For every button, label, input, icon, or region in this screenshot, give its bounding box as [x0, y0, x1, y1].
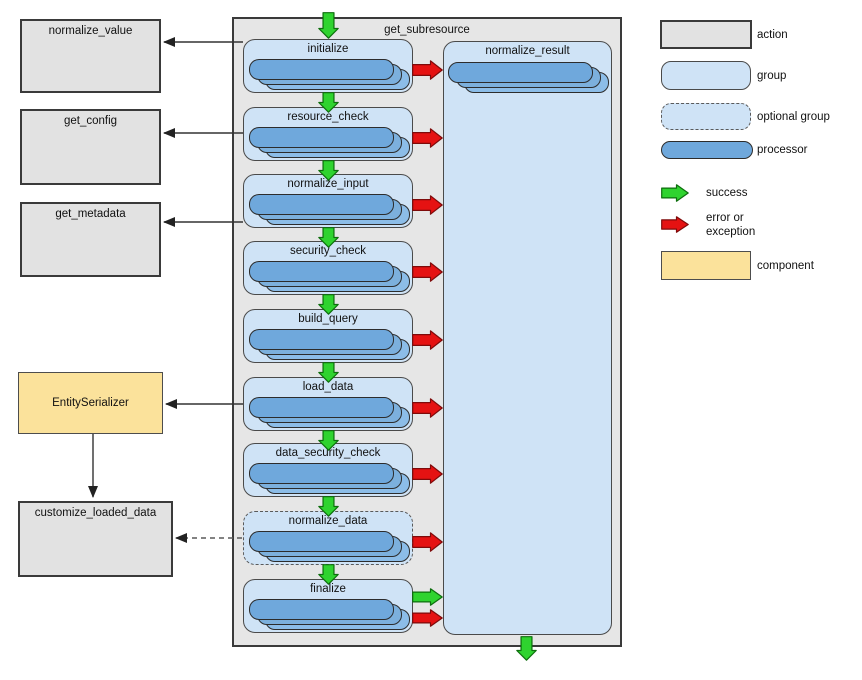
processor-pill — [448, 62, 593, 83]
group-title-resource_check: resource_check — [287, 111, 369, 123]
processor-pill — [249, 59, 394, 80]
legend-label-success: success — [706, 187, 748, 199]
action-box-normalize_value: normalize_value — [20, 19, 161, 93]
success-arrow — [318, 564, 339, 585]
error-arrow — [412, 609, 443, 627]
success-arrow — [318, 160, 339, 181]
group-title-data_security_check: data_security_check — [275, 447, 381, 459]
processor-pill — [249, 397, 394, 418]
legend-label-optional-group: optional group — [757, 111, 830, 123]
legend-error-arrow-icon — [661, 216, 689, 233]
action-box-customize_loaded_data: customize_loaded_data — [18, 501, 173, 577]
processor-pill — [249, 194, 394, 215]
legend-optional-group-swatch — [661, 103, 751, 130]
error-arrow — [412, 464, 443, 484]
processor-pill — [249, 463, 394, 484]
error-arrow — [412, 398, 443, 418]
success-arrow — [318, 362, 339, 383]
success-arrow — [318, 496, 339, 517]
action-box-get_config: get_config — [20, 109, 161, 185]
group-title-build_query: build_query — [298, 313, 358, 325]
group-title-load_data: load_data — [302, 381, 354, 393]
legend-label-processor: processor — [757, 144, 808, 156]
group-finalize: finalize — [243, 579, 413, 633]
legend-success-arrow-icon — [661, 184, 689, 202]
group-normalize_result: normalize_result — [443, 41, 612, 635]
processor-pill — [249, 127, 394, 148]
group-initialize: initialize — [243, 39, 413, 93]
action-box-get_metadata: get_metadata — [20, 202, 161, 277]
group-title-normalize_result: normalize_result — [485, 45, 570, 57]
success-arrow — [318, 430, 339, 451]
error-arrow — [412, 128, 443, 148]
group-title-initialize: initialize — [307, 43, 349, 55]
group-build_query: build_query — [243, 309, 413, 363]
box-label-get_config: get_config — [63, 115, 118, 127]
group-normalize_input: normalize_input — [243, 174, 413, 228]
legend-label-component: component — [757, 260, 814, 272]
group-title-normalize_input: normalize_input — [287, 178, 369, 190]
error-arrow — [412, 330, 443, 350]
legend-group-swatch — [661, 61, 751, 90]
group-normalize_data: normalize_data — [243, 511, 413, 565]
legend-label-action: action — [757, 29, 788, 41]
success-arrow — [412, 588, 443, 606]
legend-component-swatch — [661, 251, 751, 280]
success-arrow — [318, 12, 339, 39]
box-label-customize_loaded_data: customize_loaded_data — [34, 507, 157, 519]
box-label-normalize_value: normalize_value — [48, 25, 133, 37]
group-title-security_check: security_check — [289, 245, 367, 257]
group-load_data: load_data — [243, 377, 413, 431]
processor-pill — [249, 599, 394, 620]
legend-label-error: error or exception — [706, 212, 756, 238]
box-label-get_metadata: get_metadata — [55, 208, 126, 220]
component-box-EntitySerializer: EntitySerializer — [18, 372, 163, 434]
error-arrow — [412, 532, 443, 552]
success-arrow — [318, 294, 339, 315]
processor-pill — [249, 261, 394, 282]
legend-label-group: group — [757, 70, 787, 82]
success-arrow — [318, 227, 339, 248]
legend-action-swatch — [660, 20, 752, 49]
error-arrow — [412, 60, 443, 80]
error-arrow — [412, 195, 443, 215]
processor-pill — [249, 329, 394, 350]
box-label-EntitySerializer: EntitySerializer — [52, 397, 129, 409]
success-arrow — [516, 636, 537, 661]
legend-processor-swatch — [661, 141, 753, 159]
group-data_security_check: data_security_check — [243, 443, 413, 497]
group-security_check: security_check — [243, 241, 413, 295]
group-resource_check: resource_check — [243, 107, 413, 161]
group-title-normalize_data: normalize_data — [288, 515, 368, 527]
error-arrow — [412, 262, 443, 282]
pipeline-title: get_subresource — [384, 24, 470, 36]
success-arrow — [318, 92, 339, 113]
processor-pill — [249, 531, 394, 552]
group-title-finalize: finalize — [310, 583, 346, 595]
